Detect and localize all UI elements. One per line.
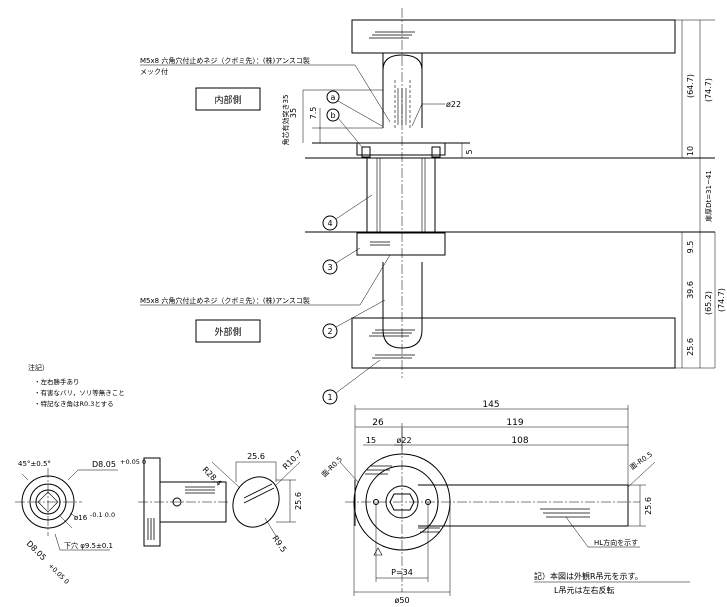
svg-text:R10.7: R10.7 (281, 449, 304, 472)
svg-text:内部側: 内部側 (214, 94, 241, 106)
spindle-end-labels: 45°±0.5° D8.05 +0.05 0 ø16 -0.1 0.0 D8.0… (18, 458, 146, 586)
svg-text:1: 1 (327, 393, 332, 402)
notes: 注記） ・左右勝手あり ・有害なバリ，ソリ等無きこと ・特記なき角はR0.3とす… (28, 363, 125, 408)
balloon-b: b (326, 108, 363, 148)
svg-text:・左右勝手あり: ・左右勝手あり (34, 377, 80, 386)
svg-text:119: 119 (506, 418, 523, 428)
svg-text:10: 10 (686, 146, 695, 156)
svg-text:外部側: 外部側 (214, 326, 241, 338)
svg-text:・有害なバリ，ソリ等無きこと: ・有害なバリ，ソリ等無きこと (34, 388, 125, 397)
svg-text:・特記なき角はR0.3とする: ・特記なき角はR0.3とする (34, 399, 114, 408)
balloon-a: a (326, 90, 383, 127)
rose-side-view (138, 457, 230, 547)
svg-text:角芯有効突き35: 角芯有効突き35 (281, 95, 290, 146)
svg-text:145: 145 (482, 400, 499, 410)
svg-text:+0.05 0: +0.05 0 (47, 562, 71, 586)
svg-text:D8.05: D8.05 (92, 460, 116, 469)
svg-text:(65.2): (65.2) (704, 291, 713, 315)
svg-text:面-R0.5: 面-R0.5 (629, 450, 655, 471)
svg-text:ø22: ø22 (396, 436, 411, 445)
svg-text:R28.4: R28.4 (201, 465, 224, 488)
svg-text:R9.5: R9.5 (270, 534, 288, 554)
svg-text:25.6: 25.6 (247, 452, 265, 461)
svg-text:(74.7): (74.7) (704, 78, 713, 102)
side-view (302, 8, 716, 378)
svg-text:メック付: メック付 (140, 67, 168, 76)
svg-text:D8.05: D8.05 (25, 539, 48, 562)
balloon-1: 1 (322, 359, 381, 405)
svg-text:9.5: 9.5 (686, 241, 695, 254)
front-view (339, 405, 656, 596)
svg-text:ø16: ø16 (74, 514, 88, 522)
svg-text:M5x8 六角穴付止めネジ（クボミ先）：(株)アンスコ製: M5x8 六角穴付止めネジ（クボミ先）：(株)アンスコ製 (140, 56, 310, 65)
balloon-3: 3 (322, 247, 361, 275)
svg-text:HL方向を示す: HL方向を示す (594, 538, 638, 547)
svg-text:(64.7): (64.7) (686, 74, 695, 98)
balloon-2: 2 (322, 299, 386, 339)
svg-text:15: 15 (366, 436, 376, 445)
svg-text:+0.05 0: +0.05 0 (120, 458, 146, 466)
svg-text:M5x8 六角穴付止めネジ（クボミ先）：(株)アンスコ製: M5x8 六角穴付止めネジ（クボミ先）：(株)アンスコ製 (140, 296, 310, 305)
svg-text:25.6: 25.6 (686, 338, 695, 356)
spindle-end-view (15, 468, 118, 551)
svg-text:2: 2 (327, 327, 332, 336)
screw-spec-labels: M5x8 六角穴付止めネジ（クボミ先）：(株)アンスコ製 メック付 M5x8 六… (140, 56, 391, 306)
svg-text:記）本図は外観R吊元を示す。: 記）本図は外観R吊元を示す。 (534, 571, 643, 581)
svg-text:-0.1 0.0: -0.1 0.0 (90, 511, 115, 519)
front-view-labels: 145 26 119 15 ø22 108 25.6 P=34 ø50 面-R0… (320, 400, 690, 605)
svg-text:5: 5 (465, 149, 474, 154)
svg-text:39.6: 39.6 (686, 281, 695, 299)
svg-text:3: 3 (327, 263, 332, 272)
balloon-4: 4 (322, 194, 373, 231)
svg-text:P=34: P=34 (391, 568, 413, 577)
side-view-dimensions: 35 角芯有効突き35 7.5 ø22 5 (64.7) (74.7) 10 扉… (281, 74, 726, 356)
svg-text:扉厚Dt=31~41: 扉厚Dt=31~41 (704, 170, 713, 222)
svg-text:7.5: 7.5 (309, 107, 318, 120)
svg-text:注記）: 注記） (28, 363, 49, 372)
svg-text:(74.7): (74.7) (717, 288, 726, 312)
svg-text:4: 4 (327, 219, 332, 228)
inner-side-label: 内部側 (195, 87, 261, 111)
svg-text:ø50: ø50 (394, 596, 409, 605)
svg-text:108: 108 (511, 436, 528, 446)
lever-section-view (211, 461, 301, 537)
outer-side-label: 外部側 (195, 319, 261, 343)
balloon-group: a b 4 3 2 1 (322, 90, 386, 405)
svg-text:45°±0.5°: 45°±0.5° (18, 460, 51, 468)
svg-text:b: b (330, 111, 335, 120)
svg-text:a: a (331, 93, 336, 102)
svg-text:L吊元は左右反転: L吊元は左右反転 (554, 585, 614, 595)
svg-text:面-R0.5: 面-R0.5 (320, 455, 344, 479)
svg-text:25.6: 25.6 (644, 497, 653, 515)
svg-text:ø22: ø22 (446, 100, 461, 109)
svg-text:26: 26 (372, 418, 384, 428)
svg-text:25.6: 25.6 (294, 492, 303, 510)
svg-text:35: 35 (289, 108, 298, 118)
lever-section-labels: 25.6 25.6 R28.4 R10.7 R9.5 (201, 449, 304, 555)
svg-text:下穴 φ9.5±0.1: 下穴 φ9.5±0.1 (64, 541, 113, 550)
